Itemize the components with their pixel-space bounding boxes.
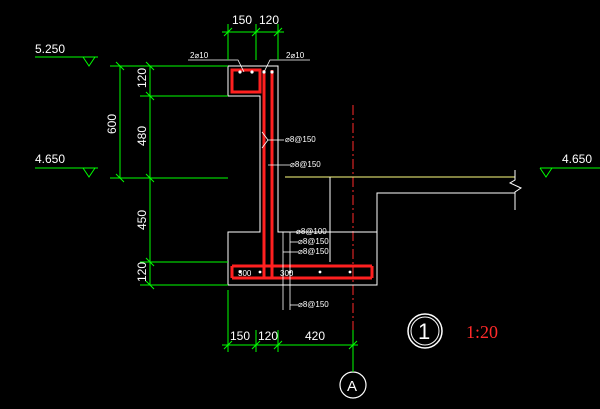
rebar-wall-1: ⌀8@150 (285, 135, 316, 144)
dim-v-600: 600 (105, 114, 119, 134)
axis-label: A (347, 378, 357, 395)
detail-number: 1 (418, 319, 430, 344)
dim-top-a: 150 (232, 13, 252, 27)
dim-v-480: 480 (135, 126, 149, 146)
base-300-left: 300 (238, 269, 252, 278)
level-top-label: 5.250 (35, 42, 65, 56)
dim-bottom-c: 420 (305, 329, 325, 343)
rebar-base-1: ⌀8@100 (296, 227, 327, 236)
level-markers (35, 56, 600, 178)
dim-v-450: 450 (135, 210, 149, 230)
rebar-base-3: ⌀8@150 (298, 247, 329, 256)
vertical-dimension-lines (110, 61, 228, 290)
break-symbol (508, 170, 523, 210)
rebar-dots (238, 70, 352, 274)
detail-number-circle (407, 313, 443, 349)
base-300-right: 300 (280, 269, 294, 278)
level-mid-right-label: 4.650 (562, 152, 592, 166)
dim-v-120-top: 120 (135, 68, 149, 88)
rebar-top-left: 2⌀10 (190, 51, 209, 60)
level-mid-left-label: 4.650 (35, 152, 65, 166)
dim-bottom-b: 120 (258, 329, 278, 343)
dim-top-b: 120 (259, 13, 279, 27)
rebar-group (230, 68, 374, 280)
dim-v-120-bottom: 120 (135, 262, 149, 282)
rebar-top-right: 2⌀10 (286, 51, 305, 60)
dim-bottom-a: 150 (230, 329, 250, 343)
rebar-wall-2: ⌀8@150 (290, 160, 321, 169)
rebar-base-2: ⌀8@150 (298, 237, 329, 246)
horizontal-dimension-lines (222, 24, 358, 352)
leader-lines (188, 59, 310, 310)
slab-outline (376, 192, 515, 265)
detail-scale: 1:20 (466, 322, 498, 342)
rebar-base-4: ⌀8@150 (298, 300, 329, 309)
